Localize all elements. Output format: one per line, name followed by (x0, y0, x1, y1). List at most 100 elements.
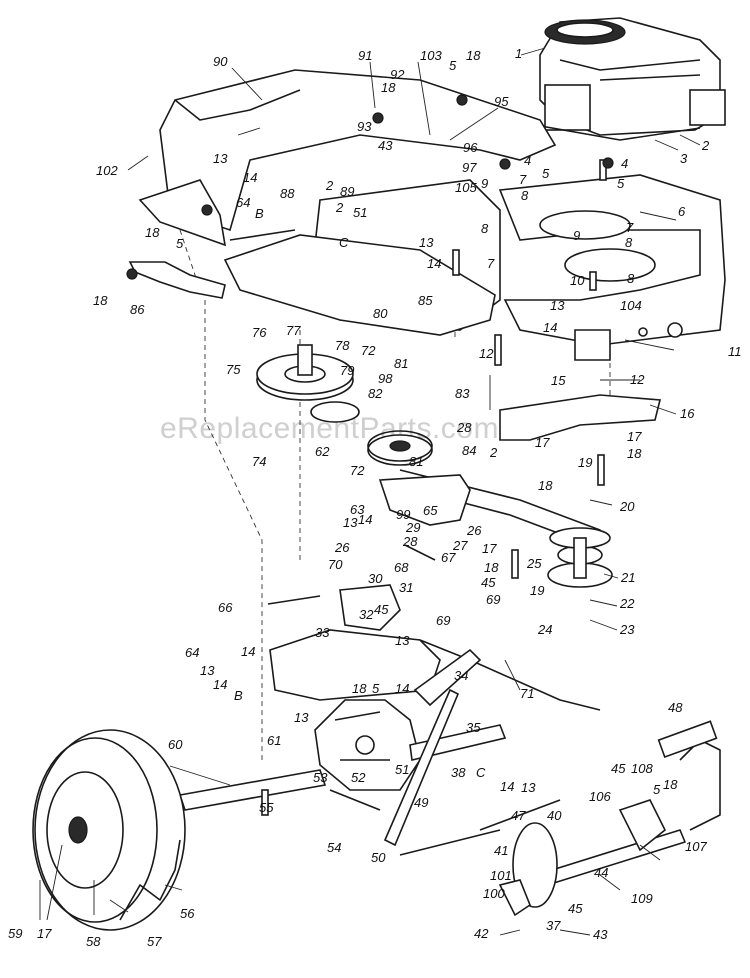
callout-12: 12 (630, 372, 645, 387)
callout-43: 43 (593, 927, 608, 942)
callout-63: 63 (350, 502, 365, 517)
callout-9: 9 (481, 176, 488, 191)
callout-14: 14 (543, 320, 557, 335)
callout-13: 13 (521, 780, 536, 795)
callout-4: 4 (524, 153, 531, 168)
callout-108: 108 (631, 761, 653, 776)
callout-45: 45 (611, 761, 626, 776)
callout-15: 15 (551, 373, 566, 388)
springs (267, 544, 436, 811)
callout-64: 64 (185, 645, 199, 660)
callout-95: 95 (494, 94, 509, 109)
callout-57: 57 (147, 934, 162, 949)
callout-18: 18 (93, 293, 108, 308)
callout-49: 49 (414, 795, 428, 810)
callout-21: 21 (620, 570, 635, 585)
callout-30: 30 (368, 571, 383, 586)
callout-58: 58 (86, 934, 101, 949)
callout-12: 12 (479, 346, 494, 361)
callout-45: 45 (481, 575, 496, 590)
shift-arm (378, 474, 471, 526)
callout-17: 17 (482, 541, 497, 556)
callout-35: 35 (466, 720, 481, 735)
callout-18: 18 (538, 478, 553, 493)
callout-107: 107 (685, 839, 707, 854)
callout-C: C (476, 765, 486, 780)
callout-13: 13 (200, 663, 215, 678)
callout-13: 13 (550, 298, 565, 313)
mower-deck-upper (138, 69, 557, 336)
callout-60: 60 (168, 737, 183, 752)
callout-64: 64 (236, 195, 250, 210)
callout-62: 62 (315, 444, 330, 459)
callout-13: 13 (213, 151, 228, 166)
callout-82: 82 (368, 386, 383, 401)
callout-74: 74 (252, 454, 266, 469)
callout-86: 86 (130, 302, 145, 317)
callout-18: 18 (381, 80, 396, 95)
callout-79: 79 (340, 363, 354, 378)
rear-wheel (32, 729, 186, 931)
callout-72: 72 (361, 343, 376, 358)
main-frame (498, 174, 726, 361)
callout-14: 14 (358, 512, 372, 527)
callout-90: 90 (213, 54, 228, 69)
callout-B: B (234, 688, 243, 703)
variator-pulley (547, 527, 613, 588)
callout-109: 109 (631, 891, 653, 906)
callout-18: 18 (663, 777, 678, 792)
callout-50: 50 (371, 850, 386, 865)
callout-45: 45 (374, 602, 389, 617)
callout-7: 7 (487, 256, 495, 271)
main-pulley (256, 344, 360, 423)
leader-lines (39, 47, 701, 936)
callout-37: 37 (546, 918, 561, 933)
callout-6: 6 (678, 204, 686, 219)
callout-53: 53 (313, 770, 328, 785)
callout-3: 3 (680, 151, 688, 166)
hardware (126, 94, 614, 816)
callout-1: 1 (515, 46, 522, 61)
callout-72: 72 (350, 463, 365, 478)
callout-33: 33 (315, 625, 330, 640)
callout-28: 28 (456, 420, 472, 435)
callout-34: 34 (454, 668, 468, 683)
callout-41: 41 (494, 843, 508, 858)
callout-20: 20 (619, 499, 635, 514)
callout-24: 24 (537, 622, 552, 637)
callout-80: 80 (373, 306, 388, 321)
blade-link (128, 261, 226, 299)
callout-11: 11 (728, 344, 742, 359)
callout-105: 105 (455, 180, 477, 195)
callout-14: 14 (395, 681, 409, 696)
callout-labels: 1 2 3 90 91 103 5 18 92 18 95 93 43 96 4… (8, 46, 742, 949)
callout-13: 13 (294, 710, 309, 725)
callout-18: 18 (145, 225, 160, 240)
callout-51: 51 (353, 205, 367, 220)
callout-92: 92 (390, 67, 405, 82)
callout-89: 89 (340, 184, 354, 199)
callout-96: 96 (463, 140, 478, 155)
callout-4: 4 (621, 156, 628, 171)
callout-32: 32 (359, 607, 374, 622)
callout-17: 17 (37, 926, 52, 941)
engine (534, 17, 726, 141)
callout-2: 2 (701, 138, 710, 153)
callout-18: 18 (466, 48, 481, 63)
callout-38: 38 (451, 765, 466, 780)
callout-83: 83 (455, 386, 470, 401)
callout-75: 75 (226, 362, 241, 377)
callout-99: 99 (396, 507, 410, 522)
callout-22: 22 (619, 596, 635, 611)
callout-7: 7 (626, 220, 634, 235)
callout-52: 52 (351, 770, 366, 785)
callout-2: 2 (489, 445, 498, 460)
callout-14: 14 (213, 677, 227, 692)
callout-103: 103 (420, 48, 442, 63)
rods-and-cables (383, 639, 601, 856)
callout-14: 14 (243, 170, 257, 185)
callout-69: 69 (486, 592, 500, 607)
callout-45: 45 (568, 901, 583, 916)
